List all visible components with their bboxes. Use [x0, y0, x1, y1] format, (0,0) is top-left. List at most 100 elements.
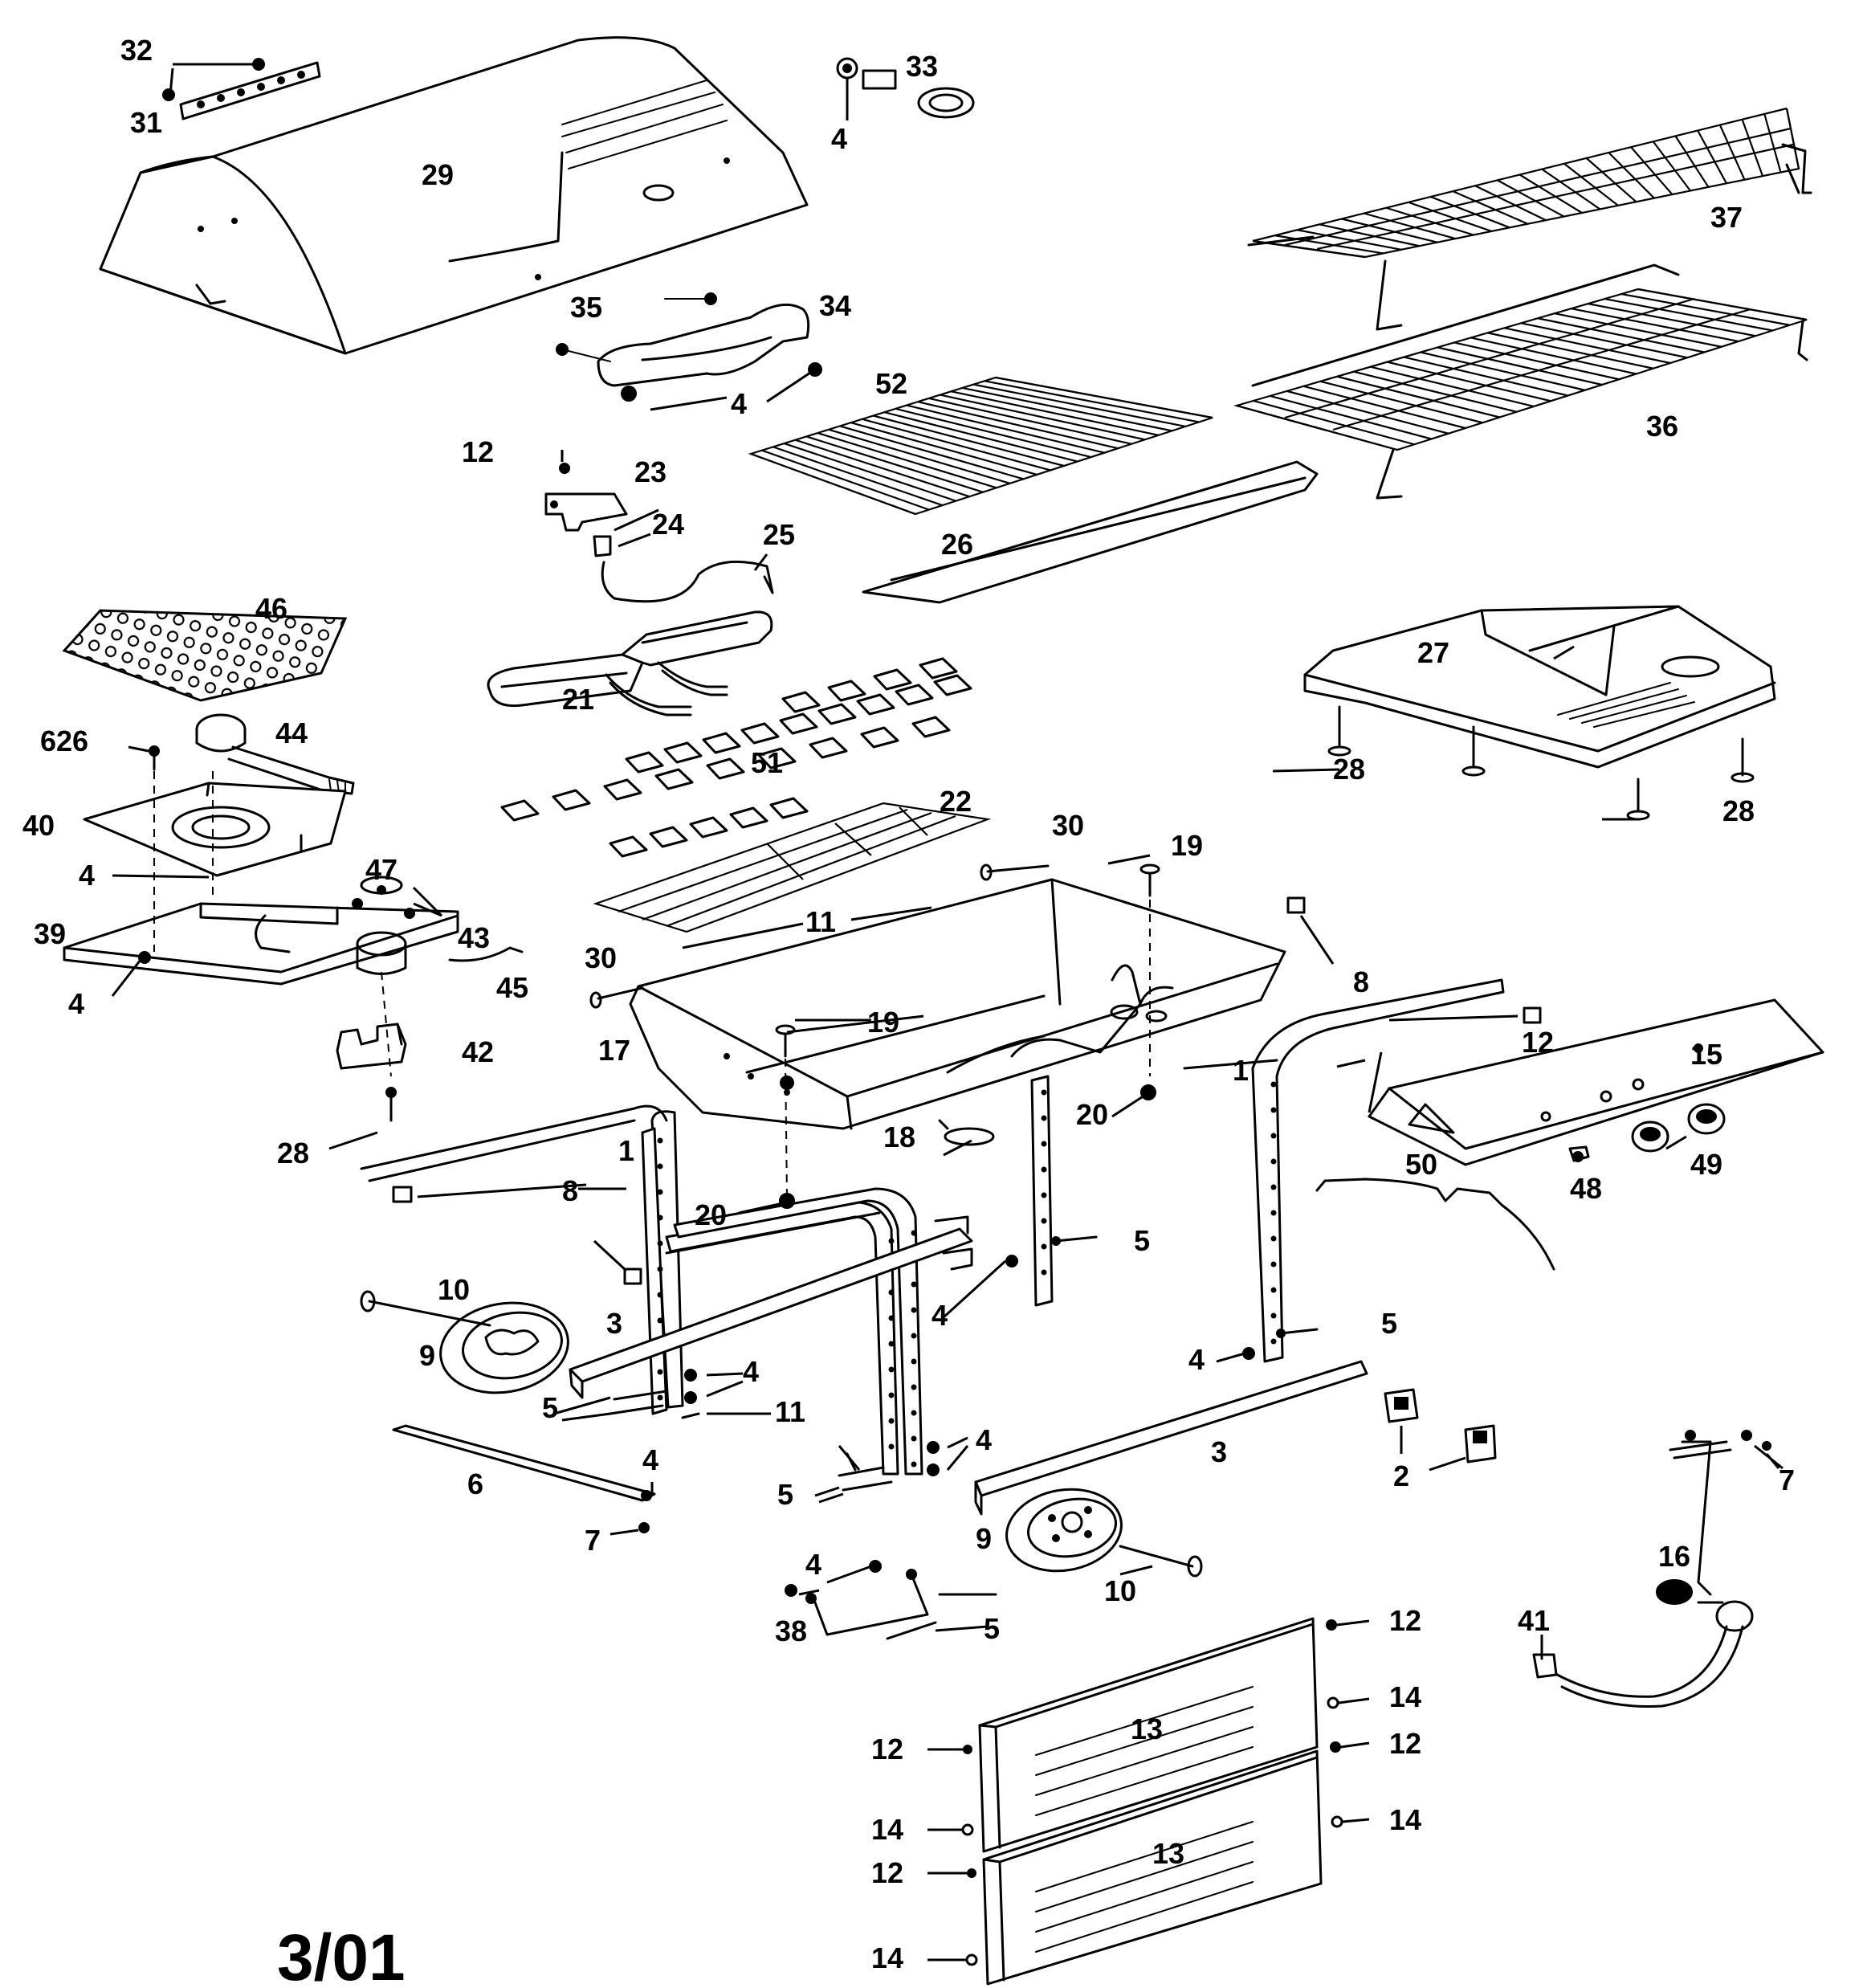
grate-bar	[862, 418, 1051, 471]
frame-hole	[1270, 1235, 1277, 1242]
screw-626	[149, 745, 160, 771]
grate-bar	[1385, 206, 1474, 236]
grate-bar	[1303, 385, 1466, 430]
grate-bar	[1504, 327, 1671, 365]
frame-hole	[888, 1238, 895, 1244]
axle-rail-right	[974, 1360, 1368, 1516]
grate-bar	[1353, 370, 1518, 413]
callout-5: 5	[1381, 1307, 1397, 1340]
callout-22: 22	[940, 785, 972, 818]
frame-hole	[1041, 1243, 1047, 1250]
grate-bar	[1404, 356, 1568, 397]
callout-3: 3	[606, 1307, 622, 1340]
callout-20: 20	[695, 1198, 727, 1231]
callout-14: 14	[1389, 1803, 1421, 1836]
callout-626: 626	[40, 725, 88, 757]
frame-hole	[1270, 1312, 1277, 1319]
firebox	[629, 878, 1286, 1130]
frame-hole	[1270, 1210, 1277, 1216]
briquette	[603, 778, 642, 801]
frame-hole	[1270, 1338, 1277, 1345]
frame-hole	[1270, 1184, 1277, 1190]
wheel-left	[360, 1290, 569, 1394]
frame-hole	[657, 1163, 663, 1170]
callout-12: 12	[871, 1733, 903, 1766]
grate-bar	[873, 414, 1065, 467]
grate-bar	[761, 449, 930, 511]
briquette	[625, 751, 664, 774]
frame-hole	[888, 1315, 895, 1321]
callout-5: 5	[1134, 1224, 1150, 1257]
grate-bar	[1571, 308, 1739, 343]
frame-hole	[911, 1410, 917, 1416]
propane-clips	[1384, 1388, 1497, 1463]
frame-hole	[888, 1392, 895, 1398]
frame-hole	[657, 1137, 663, 1144]
grate-bar	[1785, 108, 1800, 169]
callout-17: 17	[598, 1034, 630, 1067]
briquette	[552, 789, 591, 811]
grate-bar	[828, 428, 1011, 484]
briquette	[654, 768, 694, 790]
grate-bar	[884, 411, 1078, 463]
grate-bar	[1652, 141, 1691, 192]
burner	[487, 610, 773, 716]
frame-hole	[1270, 1133, 1277, 1139]
callout-5: 5	[984, 1612, 1000, 1645]
grate-bar	[1554, 312, 1722, 348]
callout-47: 47	[365, 853, 397, 886]
grate-bar	[1408, 201, 1492, 232]
briquette	[873, 668, 912, 691]
callout-4: 4	[642, 1443, 658, 1476]
callout-38: 38	[775, 1614, 807, 1647]
grate-bar	[1470, 337, 1637, 375]
callout-28: 28	[1333, 753, 1365, 786]
callout-4: 4	[731, 387, 747, 420]
callout-14: 14	[871, 1813, 903, 1846]
briquette	[649, 826, 688, 848]
heat-shield	[862, 460, 1319, 604]
grate-bar	[1604, 298, 1773, 332]
grate-bar	[1364, 212, 1456, 240]
grate-bar	[1452, 190, 1528, 225]
warming-rack-lower	[1233, 263, 1808, 500]
callout-35: 35	[570, 291, 602, 324]
grate-bar	[1252, 239, 1366, 259]
briquette	[757, 747, 797, 769]
grate-bar	[784, 443, 956, 502]
grate-bar	[1316, 143, 1794, 251]
frame-hole	[911, 1281, 917, 1288]
grate-bar	[917, 401, 1119, 450]
callout-2: 2	[1393, 1459, 1409, 1492]
briquette	[740, 722, 780, 745]
grate-bar	[805, 435, 984, 493]
grate-bar	[817, 432, 997, 489]
side-burner-valve	[255, 876, 524, 962]
grate-bar	[1497, 179, 1565, 218]
briquette	[779, 712, 818, 735]
control-panel	[1368, 998, 1824, 1166]
grate-bar	[1474, 185, 1547, 222]
grate-bar	[1270, 394, 1432, 440]
frame-hole	[911, 1230, 917, 1236]
grate-bar	[1437, 346, 1603, 386]
callout-40: 40	[22, 809, 55, 842]
briquette	[895, 684, 934, 706]
cabinet-door-upper	[978, 1617, 1319, 1853]
grate-bar	[1674, 135, 1710, 188]
callout-19: 19	[867, 1006, 899, 1039]
callout-20: 20	[1076, 1098, 1108, 1131]
date-code: 3/01	[277, 1921, 406, 1988]
grate-bar	[1718, 125, 1746, 181]
callout-4: 4	[805, 1548, 821, 1581]
hardware-set	[609, 1076, 1319, 1492]
briquette	[663, 741, 703, 764]
frame-hole	[911, 1307, 917, 1313]
side-burner-head	[195, 713, 355, 795]
callout-5: 5	[777, 1478, 793, 1511]
leg-caps	[392, 896, 1542, 1285]
callout-13: 13	[1131, 1712, 1163, 1745]
callout-4: 4	[976, 1423, 992, 1456]
grate-bar	[1236, 404, 1398, 451]
